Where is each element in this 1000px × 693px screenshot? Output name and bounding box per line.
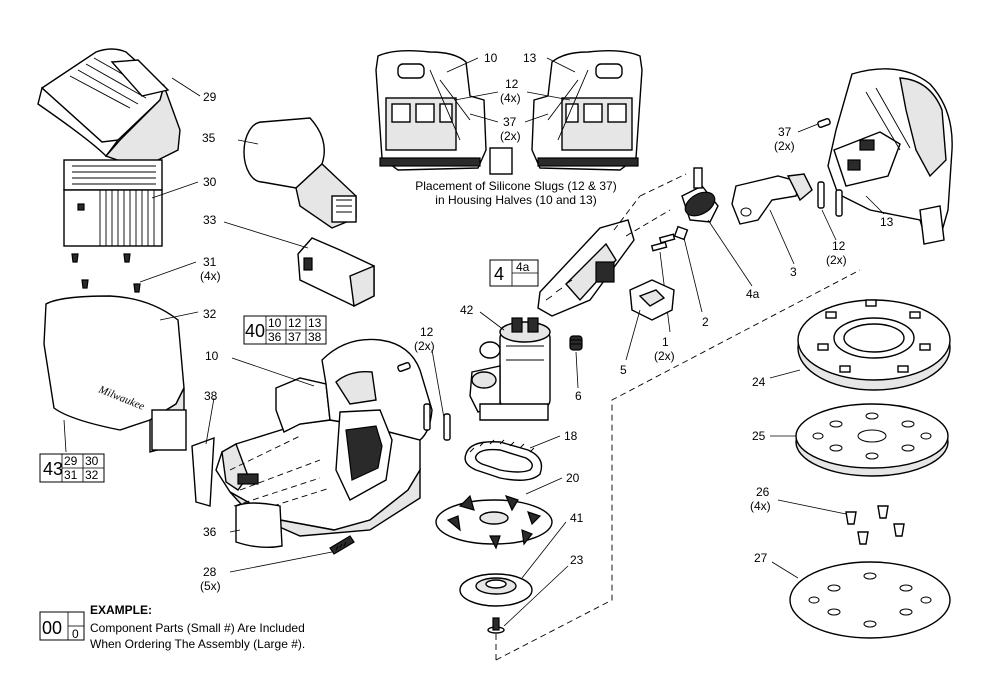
assembly-40-sub-36: 36: [268, 330, 282, 344]
callout-top-37: 37: [503, 115, 517, 129]
callout-12-center-qty: (2x): [414, 339, 435, 353]
example-line-1: Component Parts (Small #) Are Included: [90, 621, 305, 635]
part-23-screw: [487, 617, 505, 634]
part-33-battery: [297, 237, 375, 308]
part-32-dust-bin: Milwaukee: [43, 295, 187, 453]
callout-1: 1: [662, 335, 669, 349]
callout-32: 32: [203, 307, 217, 321]
assembly-axis-line: [495, 269, 861, 661]
callout-13: 13: [880, 215, 894, 229]
callout-29: 29: [203, 90, 217, 104]
callout-2: 2: [702, 315, 709, 329]
assembly-4-sub-4a: 4a: [516, 260, 530, 274]
callout-top-12: 12: [505, 77, 519, 91]
part-35-dust-adapter: [243, 117, 357, 229]
caption-line-2: in Housing Halves (10 and 13): [435, 193, 596, 207]
part-24-pad-base: [797, 299, 951, 391]
part-4a-gear-knob: [681, 167, 719, 223]
callout-35: 35: [202, 131, 216, 145]
callout-3: 3: [790, 265, 797, 279]
callout-41: 41: [570, 511, 584, 525]
callout-28-qty: (5x): [200, 579, 221, 593]
part-6-spring: [569, 335, 583, 351]
callout-23: 23: [570, 553, 584, 567]
callout-31: 31: [203, 255, 217, 269]
part-12-pins-center: [397, 361, 451, 441]
part-1-pins: [650, 225, 689, 252]
callout-12-center: 12: [420, 325, 434, 339]
callout-10: 10: [205, 349, 219, 363]
assembly-40-sub-13: 13: [308, 316, 322, 330]
callout-12-right: 12: [832, 239, 846, 253]
part-29-filter-cover: [37, 48, 181, 169]
part-38-label: [191, 436, 215, 507]
callout-42: 42: [460, 303, 474, 317]
assembly-40-sub-38: 38: [308, 330, 322, 344]
part-26-screws: [845, 505, 905, 545]
part-12-pins-right: [817, 181, 843, 217]
callout-31-qty: (4x): [200, 269, 221, 283]
callout-27: 27: [754, 551, 768, 565]
part-41-bearing: [459, 573, 533, 607]
assembly-43-main: 43: [43, 459, 63, 479]
part-5-bracket: [629, 279, 675, 321]
part-31-screws: [71, 253, 141, 293]
part-18-belt: [464, 439, 543, 481]
assembly-40-box: 40 10 12 13 36 37 38: [243, 315, 327, 345]
assembly-43-sub-29: 29: [64, 454, 78, 468]
example-title: EXAMPLE:: [90, 603, 152, 617]
callout-38: 38: [204, 389, 218, 403]
callout-6: 6: [575, 389, 582, 403]
example-legend: 00 0 EXAMPLE: Component Parts (Small #) …: [39, 603, 305, 651]
callout-33: 33: [203, 213, 217, 227]
callout-top-37-qty: (2x): [500, 129, 521, 143]
part-36-pad: [235, 502, 283, 549]
callout-20: 20: [566, 471, 580, 485]
example-sub-number: 0: [72, 627, 79, 641]
callout-25: 25: [752, 429, 766, 443]
assembly-43-box: 43 29 30 31 32: [39, 453, 105, 483]
callout-24: 24: [752, 375, 766, 389]
example-main-number: 00: [42, 618, 62, 638]
assembly-43-sub-32: 32: [85, 468, 99, 482]
assembly-40-sub-37: 37: [288, 330, 302, 344]
callout-12-right-qty: (2x): [826, 253, 847, 267]
assembly-40-sub-12: 12: [288, 316, 302, 330]
housing-half-10-inset: [375, 49, 513, 175]
callout-30: 30: [203, 175, 217, 189]
callout-top-13: 13: [523, 51, 537, 65]
callout-top-10: 10: [484, 51, 498, 65]
part-27-sanding-disc: [789, 561, 951, 639]
part-42-motor: [469, 317, 551, 421]
assembly-43-sub-31: 31: [64, 468, 78, 482]
part-20-fan: [435, 494, 553, 550]
example-line-2: When Ordering The Assembly (Large #).: [90, 637, 305, 651]
assembly-4-main: 4: [494, 264, 504, 284]
callout-4a: 4a: [746, 287, 760, 301]
callout-36: 36: [203, 525, 217, 539]
callout-18: 18: [564, 429, 578, 443]
part-3-lever: [731, 173, 813, 225]
housing-half-13-inset: [531, 49, 643, 171]
callout-37-qty: (2x): [774, 139, 795, 153]
part-4-switch-pcb: [537, 219, 635, 317]
callout-28: 28: [203, 565, 217, 579]
assembly-40-main: 40: [245, 321, 265, 341]
assembly-43-sub-30: 30: [85, 454, 99, 468]
callout-26-qty: (4x): [750, 499, 771, 513]
callout-1-qty: (2x): [654, 349, 675, 363]
part-30-filter: [63, 159, 163, 247]
assembly-40-sub-10: 10: [268, 316, 282, 330]
caption-line-1: Placement of Silicone Slugs (12 & 37): [415, 179, 616, 193]
callout-top-12-qty: (4x): [500, 91, 521, 105]
part-28-screw: [329, 535, 355, 555]
part-13-housing-right: [827, 68, 953, 245]
part-25-backing-pad: [795, 403, 949, 477]
callout-37: 37: [778, 125, 792, 139]
callout-5: 5: [620, 363, 627, 377]
part-37-slug: [817, 117, 831, 129]
assembly-4-box: 4 4a: [489, 259, 539, 287]
callout-26: 26: [756, 485, 770, 499]
